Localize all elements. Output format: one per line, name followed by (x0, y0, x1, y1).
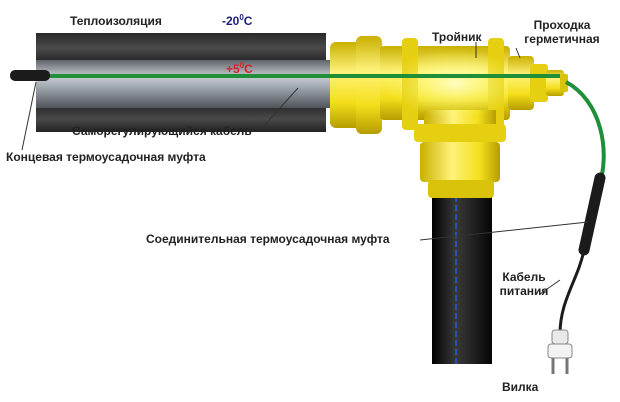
inside-temperature: +50C (226, 61, 253, 76)
label-plug: Вилка (502, 380, 539, 394)
tee-fitting (330, 36, 525, 198)
label-power-cable: Кабель питания (499, 270, 549, 298)
label-tee: Тройник (432, 30, 482, 44)
pointer-lines (21, 42, 589, 295)
power-cable (558, 249, 586, 335)
label-end-sleeve: Концевая термоусадочная муфта (6, 150, 206, 164)
sealed-passage (508, 56, 568, 110)
label-connecting-sleeve: Соединительная термоусадочная муфта (146, 232, 390, 246)
end-sleeve (10, 70, 50, 81)
connecting-sleeve (578, 172, 606, 256)
label-insulation: Теплоизоляция (70, 14, 162, 28)
vertical-pipe (432, 196, 492, 364)
plug-icon (547, 329, 573, 374)
label-self-regulating-cable: Саморегулирующийся кабель (72, 124, 252, 138)
outside-temperature: -200C (222, 13, 253, 28)
horizontal-pipe (36, 60, 336, 108)
label-sealed-passage: Проходка герметичная (524, 18, 600, 46)
